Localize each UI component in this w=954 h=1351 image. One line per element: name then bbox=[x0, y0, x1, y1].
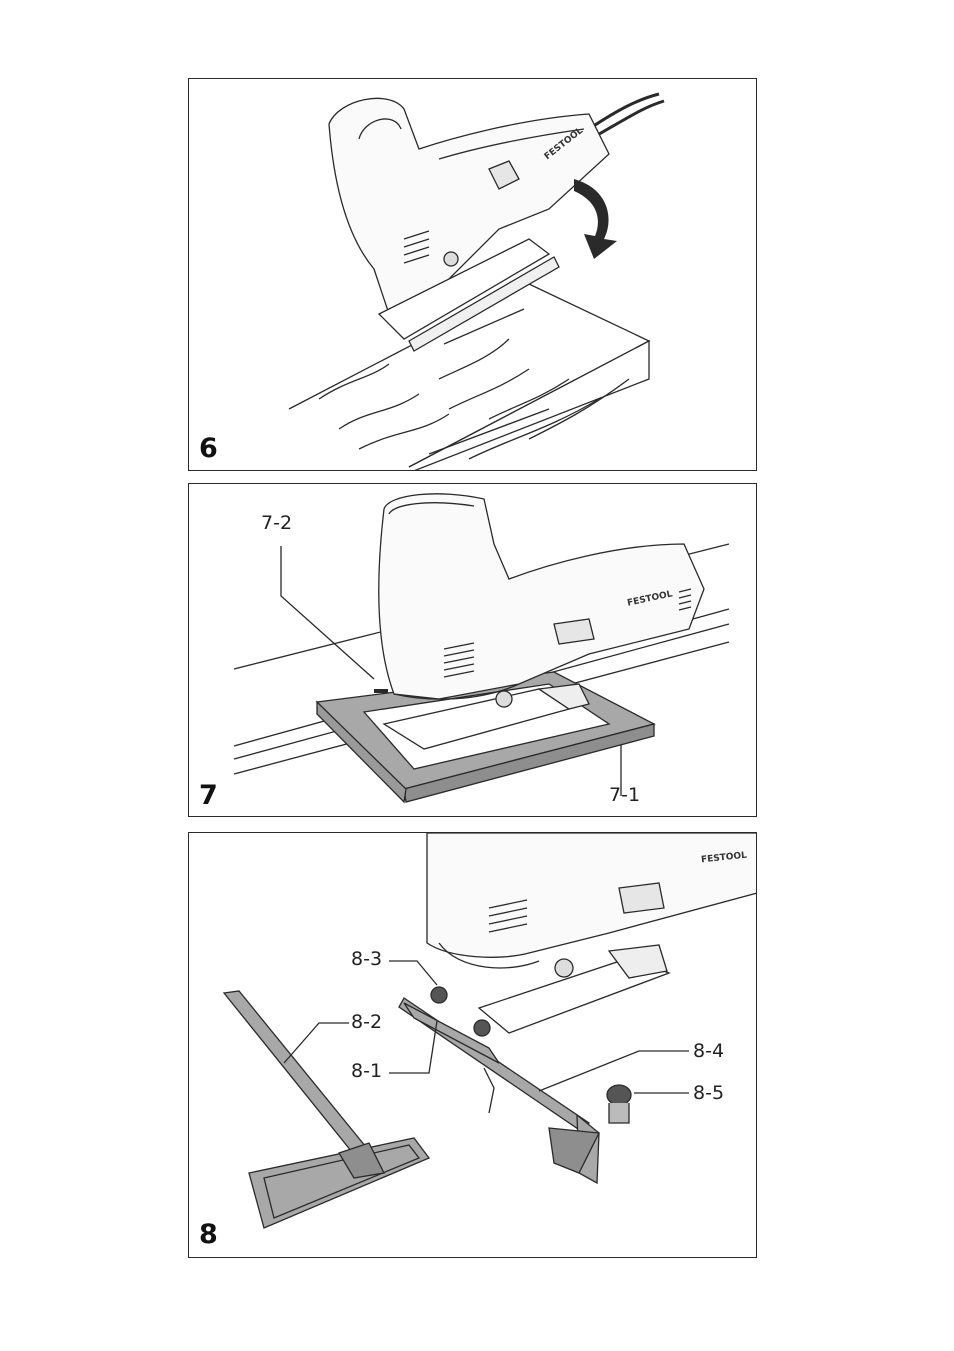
figure-8-illustration bbox=[189, 833, 757, 1258]
figure-number: 8 bbox=[199, 1219, 218, 1250]
callout-8-5: 8-5 bbox=[693, 1082, 724, 1104]
callout-8-4: 8-4 bbox=[693, 1040, 724, 1062]
callout-8-2: 8-2 bbox=[351, 1011, 382, 1033]
figure-6-illustration bbox=[189, 79, 757, 471]
callout-7-2: 7-2 bbox=[261, 512, 292, 534]
callout-8-1: 8-1 bbox=[351, 1060, 382, 1082]
figure-7-panel: FESTOOL 7-2 7-1 7 bbox=[188, 483, 757, 817]
figure-number: 7 bbox=[199, 780, 218, 811]
figure-number: 6 bbox=[199, 433, 218, 464]
figure-8-panel: FESTOOL 8-3 8-2 8-1 8-4 8-5 8 bbox=[188, 832, 757, 1258]
callout-7-1: 7-1 bbox=[609, 784, 640, 806]
figure-6-panel: FESTOOL 6 bbox=[188, 78, 757, 471]
callout-8-3: 8-3 bbox=[351, 948, 382, 970]
